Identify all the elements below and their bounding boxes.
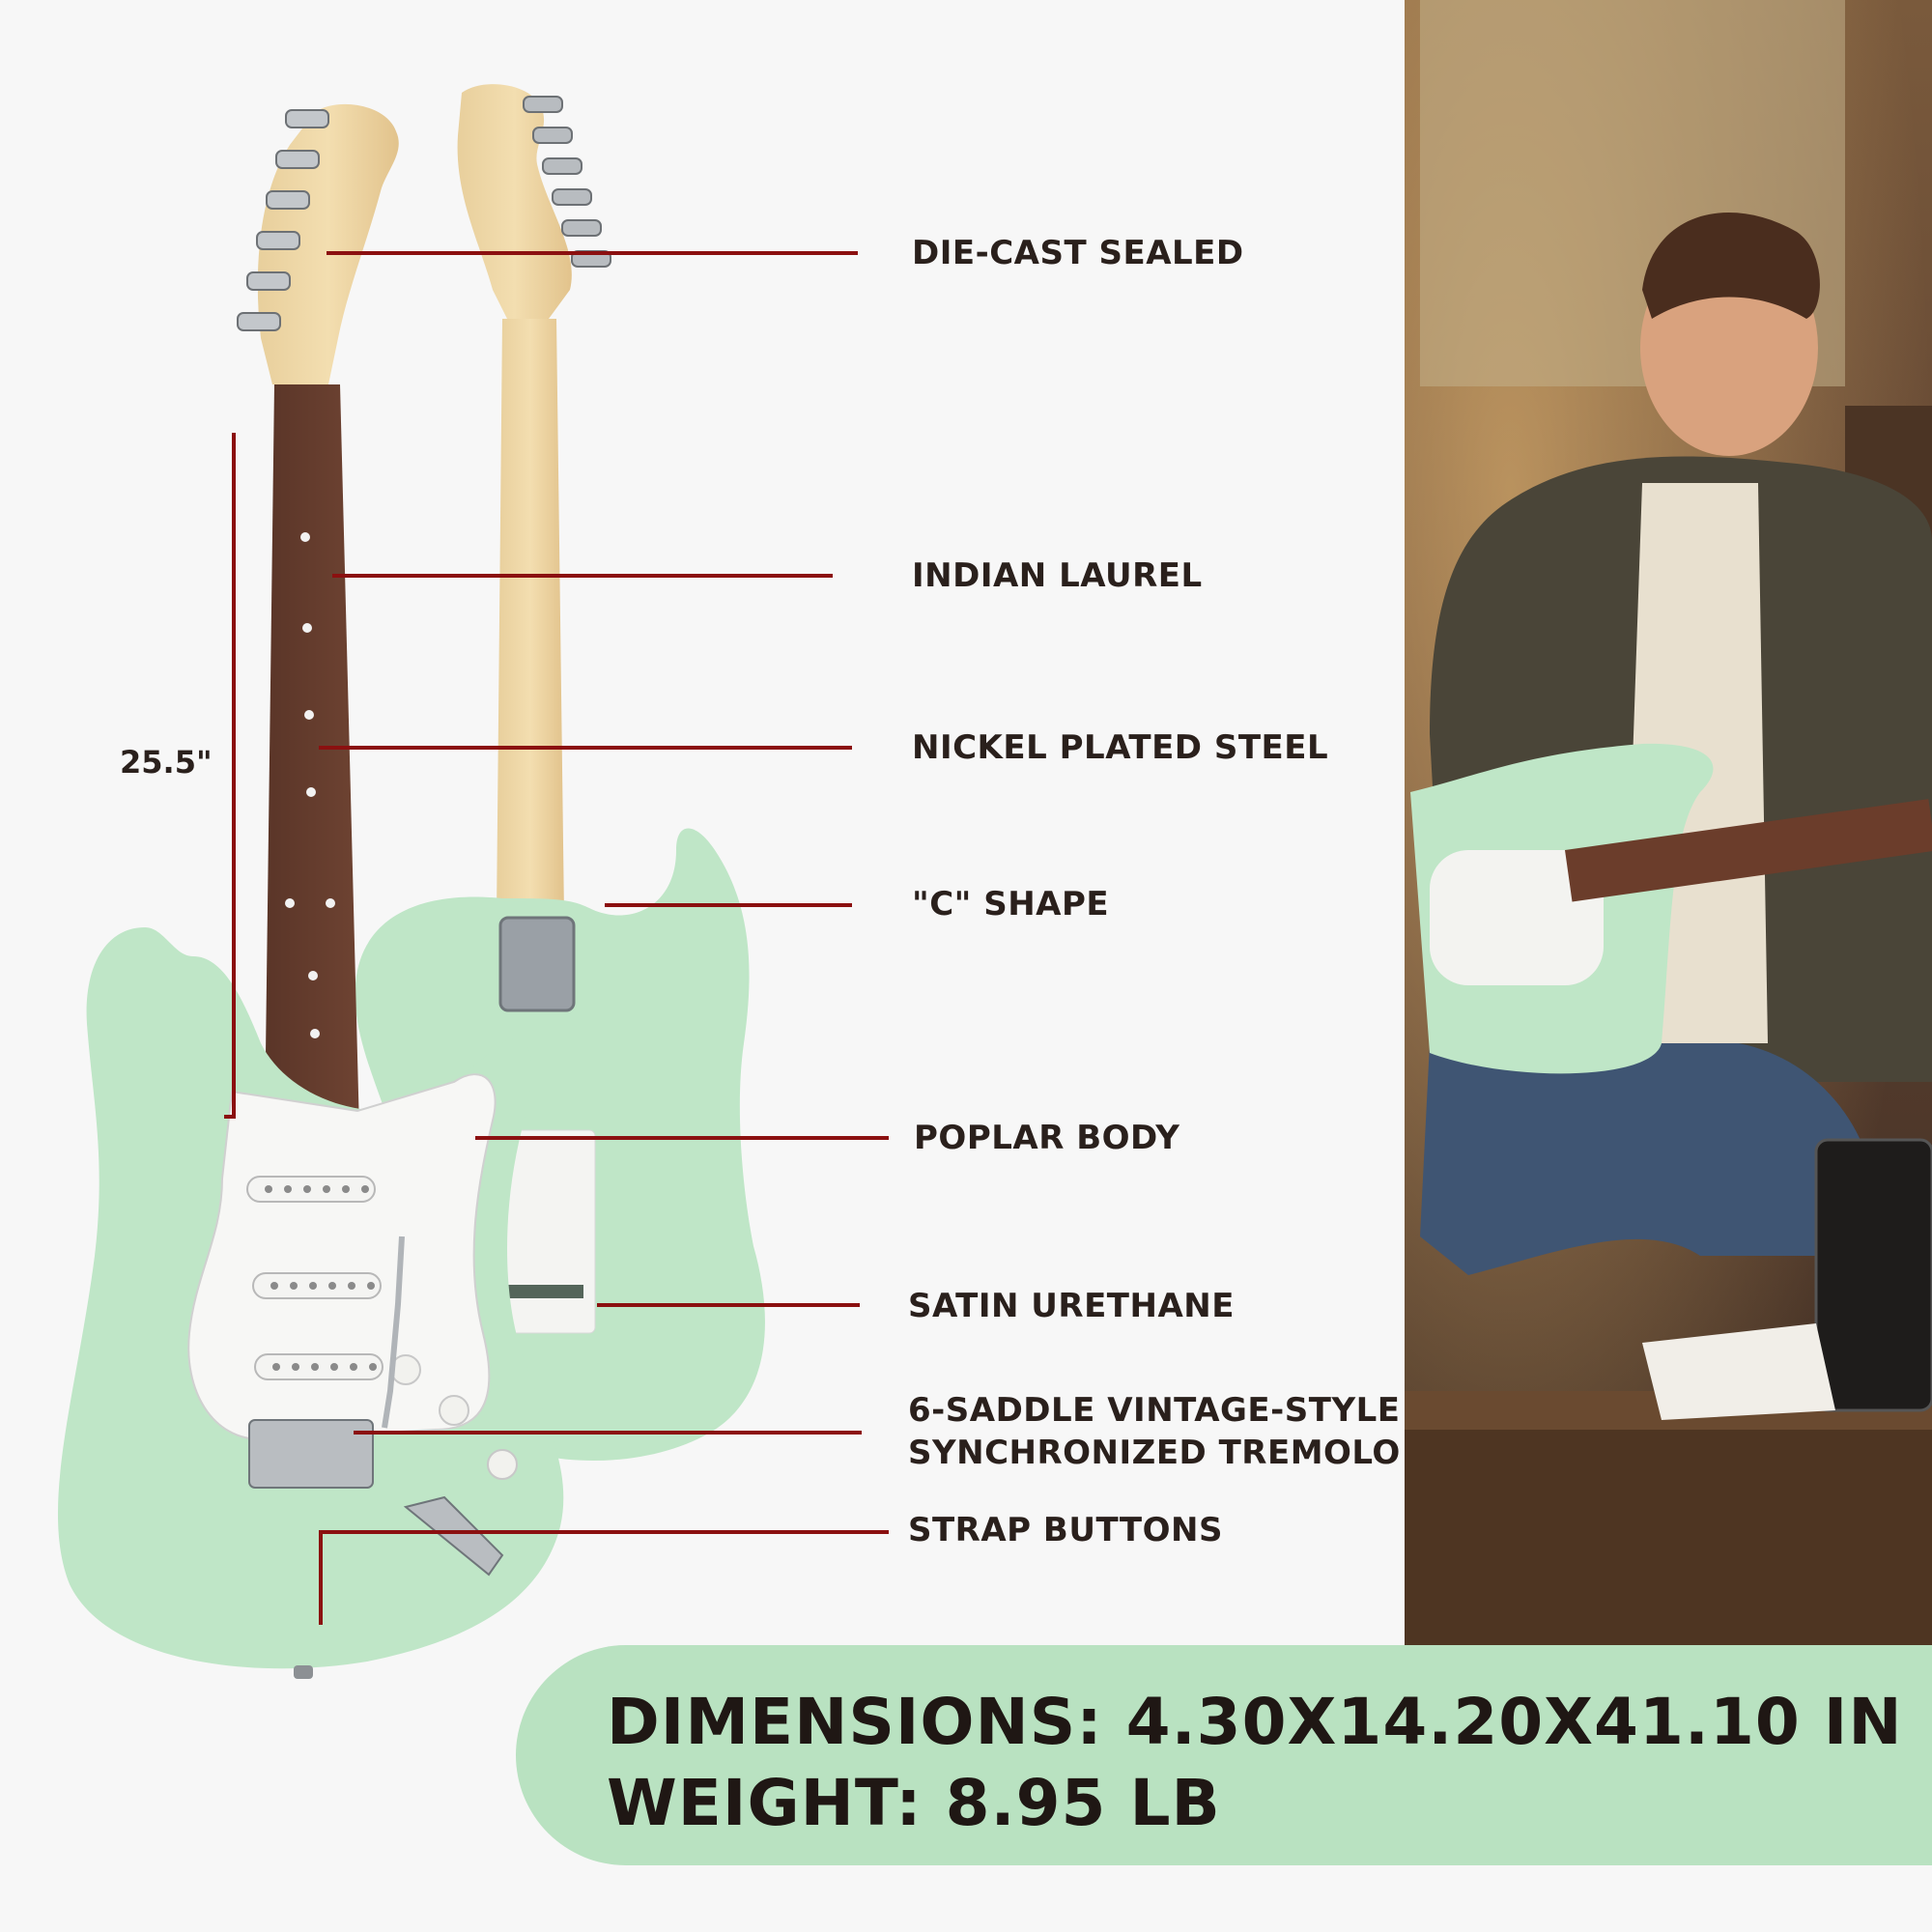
- callout-tremolo-line-2: SYNCHRONIZED TREMOLO: [908, 1434, 1401, 1472]
- callout-tremolo-line-1: 6-SADDLE VINTAGE-STYLE: [908, 1391, 1401, 1430]
- pickup-poles: [265, 1185, 377, 1371]
- back-neck: [497, 319, 564, 918]
- paper-sheet: [1642, 1323, 1835, 1420]
- control-knobs: [390, 1354, 518, 1480]
- guitar-back-view: [355, 84, 765, 1462]
- bridge: [248, 1419, 374, 1489]
- front-headstock: [257, 103, 399, 385]
- amplifier: [1814, 1138, 1932, 1412]
- neck-plate: [498, 916, 576, 1012]
- dimensions-text: DIMENSIONS: 4.30X14.20X41.10 IN: [607, 1685, 1903, 1759]
- fret-markers: [285, 532, 335, 1038]
- specs-panel: [516, 1645, 1932, 1865]
- callout-lines: [224, 251, 889, 1625]
- callout-strap-buttons: STRAP BUTTONS: [908, 1511, 1223, 1549]
- photo-guitar-pickguard: [1430, 850, 1604, 985]
- back-tuning-keys: [523, 96, 611, 268]
- callout-die-cast-sealed: DIE-CAST SEALED: [912, 234, 1244, 272]
- tremolo-arm: [382, 1236, 405, 1429]
- coffee-table: [1405, 1391, 1932, 1645]
- strap-button-bottom: [294, 1665, 313, 1679]
- callout-poplar-body: POPLAR BODY: [914, 1119, 1180, 1157]
- lifestyle-photo: [1405, 0, 1932, 1645]
- scale-length-label: 25.5": [120, 744, 213, 781]
- weight-text: WEIGHT: 8.95 LB: [607, 1766, 1221, 1840]
- callout-satin-urethane: SATIN URETHANE: [908, 1287, 1235, 1325]
- callout-indian-laurel: INDIAN LAUREL: [912, 556, 1203, 595]
- front-tuning-keys: [237, 109, 329, 331]
- scale-length-bracket: [224, 433, 236, 1119]
- back-headstock: [457, 84, 572, 326]
- photo-guitar-neck: [1564, 799, 1932, 902]
- guitar-front-view: [57, 103, 564, 1679]
- jeans: [1420, 1043, 1878, 1275]
- callout-nickel-plated-steel: NICKEL PLATED STEEL: [912, 728, 1329, 767]
- pickguard: [187, 1073, 497, 1441]
- person-hair: [1642, 213, 1820, 319]
- line-strap-buttons: [319, 1530, 889, 1625]
- output-jack: [403, 1495, 504, 1577]
- callout-c-shape: "C" SHAPE: [912, 885, 1110, 923]
- tremolo-springs: [497, 1285, 583, 1298]
- front-neck-fretboard: [265, 384, 359, 1130]
